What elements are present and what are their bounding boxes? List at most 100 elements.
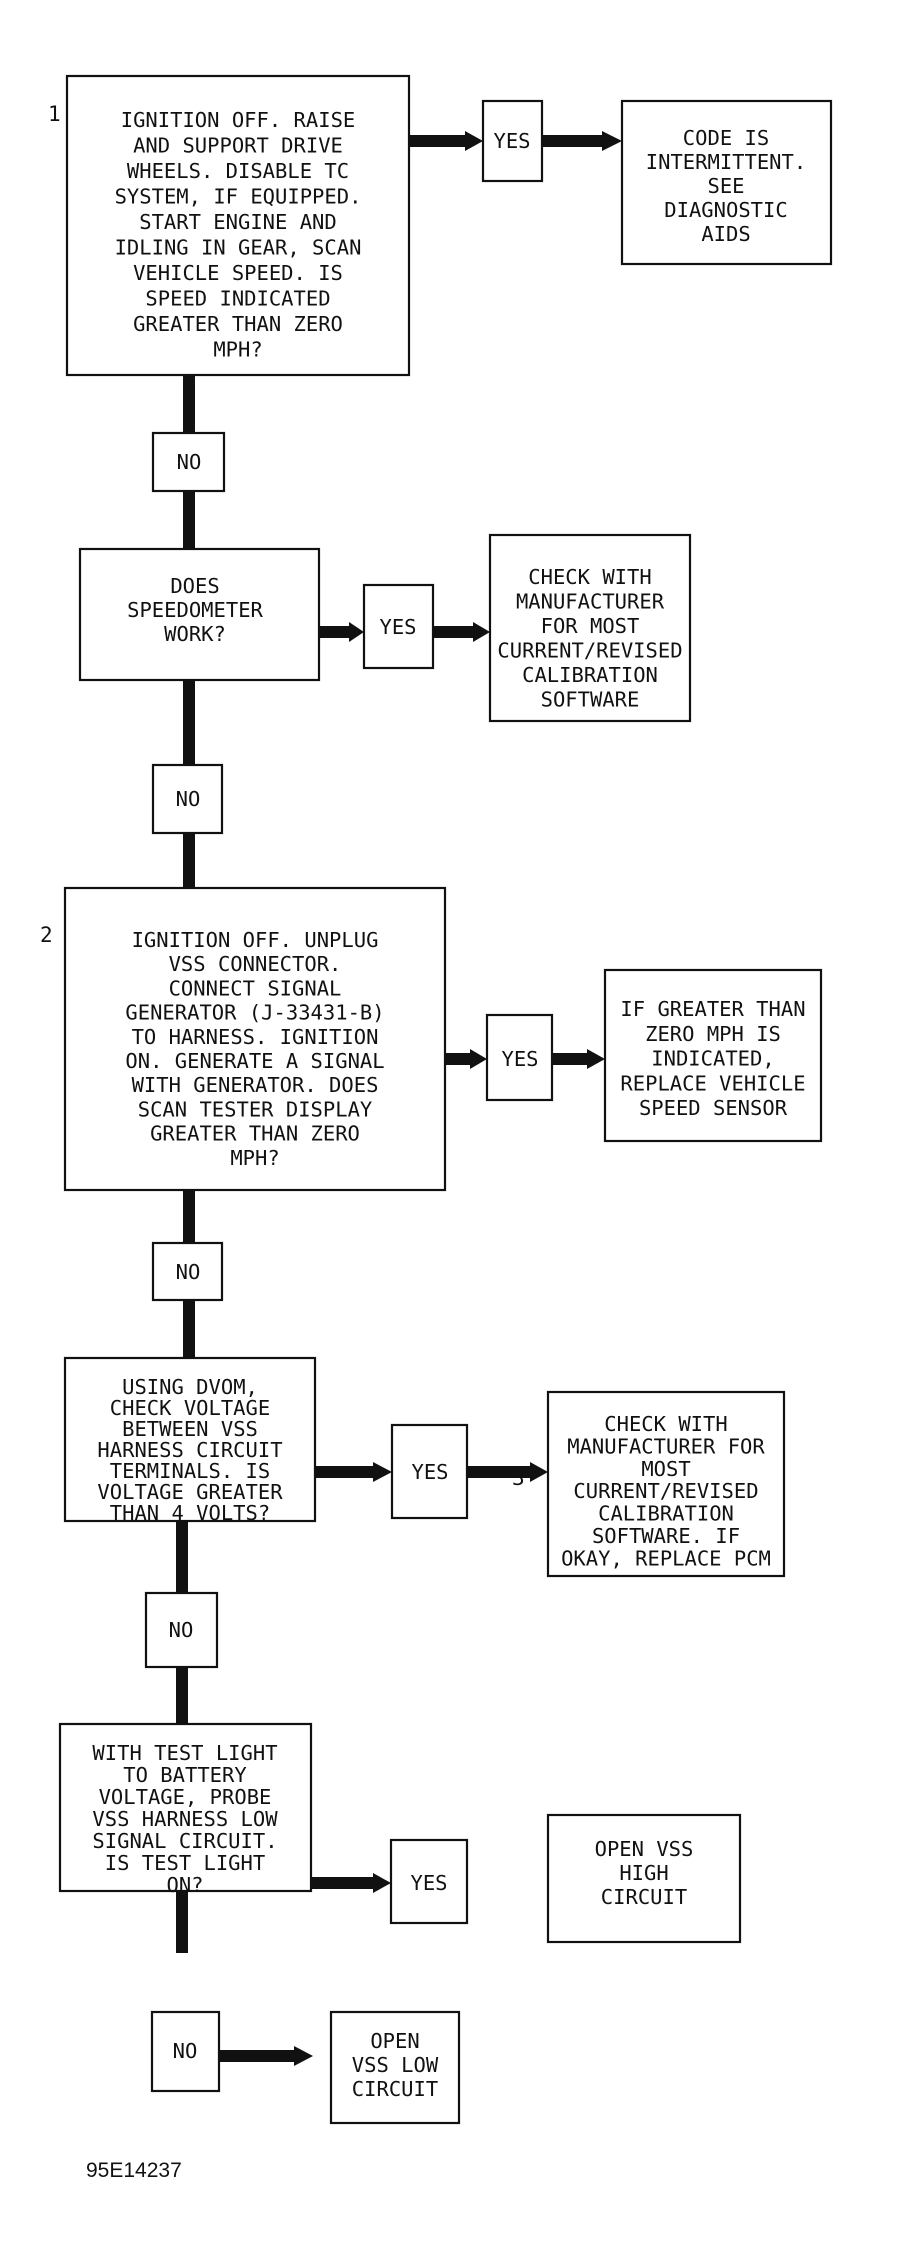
box-text-line: START ENGINE AND bbox=[139, 210, 336, 234]
box-text-line: OPEN bbox=[370, 2029, 419, 2053]
connector bbox=[467, 1466, 530, 1478]
connector bbox=[183, 1300, 195, 1358]
box-text-line: VSS HARNESS LOW bbox=[92, 1807, 278, 1831]
connector bbox=[219, 2050, 294, 2062]
yes-label: YES bbox=[493, 129, 530, 153]
decision-box-1 bbox=[65, 74, 411, 377]
box-text-line: WITH GENERATOR. DOES bbox=[132, 1073, 379, 1097]
arrowhead bbox=[530, 1462, 548, 1482]
box-text-line: VOLTAGE GREATER bbox=[97, 1480, 283, 1504]
arrowhead bbox=[373, 1462, 392, 1482]
box-text-line: OPEN VSS bbox=[595, 1837, 694, 1861]
box-text-line: CHECK VOLTAGE bbox=[110, 1396, 270, 1420]
decision-box-4 bbox=[63, 1356, 317, 1523]
no-label: NO bbox=[173, 2039, 198, 2063]
box-text-line: REPLACE VEHICLE bbox=[620, 1071, 805, 1095]
connector bbox=[176, 1891, 188, 1953]
box-text-line: MANUFACTURER FOR bbox=[567, 1434, 765, 1458]
box-text-line: SPEED SENSOR bbox=[639, 1096, 788, 1120]
connector bbox=[315, 1466, 373, 1478]
arrowhead bbox=[470, 1049, 487, 1069]
connector bbox=[542, 135, 602, 147]
box-text-line: SPEEDOMETER bbox=[127, 598, 263, 622]
box-text-line: GREATER THAN ZERO bbox=[150, 1122, 360, 1146]
connector bbox=[552, 1053, 587, 1065]
no-box bbox=[150, 2010, 221, 2093]
decision-box-3 bbox=[63, 886, 447, 1192]
arrowhead bbox=[373, 1873, 391, 1893]
yes-box bbox=[362, 583, 435, 670]
connector bbox=[409, 135, 465, 147]
connector bbox=[433, 626, 473, 638]
box-text-line: CONNECT SIGNAL bbox=[169, 976, 342, 1000]
no-label: NO bbox=[176, 1260, 201, 1284]
result-box-3 bbox=[603, 968, 823, 1143]
box-text-line: SYSTEM, IF EQUIPPED. bbox=[115, 185, 362, 209]
arrowhead bbox=[349, 622, 364, 642]
box-text-line: INTERMITTENT. bbox=[646, 150, 806, 174]
box-text-line: CHECK WITH bbox=[528, 565, 651, 589]
result-box-6 bbox=[329, 2010, 461, 2125]
arrowhead bbox=[294, 2046, 313, 2066]
box-text-line: IGNITION OFF. UNPLUG bbox=[132, 928, 379, 952]
box-text-line: TO BATTERY bbox=[123, 1763, 246, 1787]
no-box bbox=[144, 1591, 219, 1669]
box-text-line: IDLING IN GEAR, SCAN bbox=[115, 236, 362, 260]
result-box-2 bbox=[488, 533, 692, 723]
decision-box-5 bbox=[58, 1722, 313, 1893]
arrowhead bbox=[602, 131, 622, 151]
box-text-line: CURRENT/REVISED bbox=[497, 639, 682, 663]
box-text-line: HARNESS CIRCUIT bbox=[97, 1438, 282, 1462]
box-text-line: CIRCUIT bbox=[352, 2077, 438, 2101]
box-text-line: VOLTAGE, PROBE bbox=[99, 1785, 272, 1809]
no-label: NO bbox=[177, 450, 202, 474]
box-text-line: TO HARNESS. IGNITION bbox=[132, 1025, 379, 1049]
box-text-line: VSS CONNECTOR. bbox=[169, 952, 342, 976]
connector bbox=[183, 491, 195, 549]
yes-label: YES bbox=[379, 615, 416, 639]
result-box-5 bbox=[546, 1813, 742, 1944]
box-text-line: DOES bbox=[170, 574, 219, 598]
box-text-line: IF GREATER THAN bbox=[620, 997, 805, 1021]
box-text-line: CHECK WITH bbox=[604, 1412, 727, 1436]
box-text-line: INDICATED, bbox=[651, 1047, 774, 1071]
box-text-line: SOFTWARE bbox=[541, 688, 640, 712]
box-text-line: OKAY, REPLACE PCM bbox=[561, 1546, 771, 1570]
box-text-line: SEE bbox=[707, 174, 744, 198]
yes-box bbox=[485, 1013, 554, 1102]
yes-box bbox=[481, 99, 544, 183]
arrowhead bbox=[465, 131, 483, 151]
connector bbox=[183, 833, 195, 888]
no-box bbox=[151, 1241, 224, 1302]
box-text-line: THAN 4 VOLTS? bbox=[110, 1501, 270, 1525]
box-text-line: SCAN TESTER DISPLAY bbox=[138, 1097, 373, 1121]
step-number-3: 3 bbox=[512, 1466, 525, 1490]
box-text-line: CIRCUIT bbox=[601, 1885, 687, 1909]
box-text-line: IGNITION OFF. RAISE bbox=[121, 108, 356, 132]
box-text-line: MOST bbox=[641, 1457, 690, 1481]
box-text-line: AND SUPPORT DRIVE bbox=[133, 134, 343, 158]
box-text-line: TERMINALS. IS bbox=[110, 1459, 270, 1483]
no-box bbox=[151, 431, 226, 493]
decision-box-2 bbox=[78, 547, 321, 682]
box-text-line: MPH? bbox=[213, 338, 262, 362]
box-text-line: SPEED INDICATED bbox=[145, 287, 330, 311]
step-number-2: 2 bbox=[40, 923, 53, 947]
box-text-line: VSS LOW bbox=[352, 2053, 439, 2077]
box-text-line: ON. GENERATE A SIGNAL bbox=[125, 1049, 384, 1073]
yes-box bbox=[389, 1838, 469, 1925]
no-label: NO bbox=[176, 787, 201, 811]
box-text-line: SIGNAL CIRCUIT. bbox=[92, 1829, 277, 1853]
connector bbox=[176, 1521, 188, 1593]
box-text-line: WITH TEST LIGHT bbox=[92, 1741, 277, 1765]
connector bbox=[176, 1667, 188, 1724]
